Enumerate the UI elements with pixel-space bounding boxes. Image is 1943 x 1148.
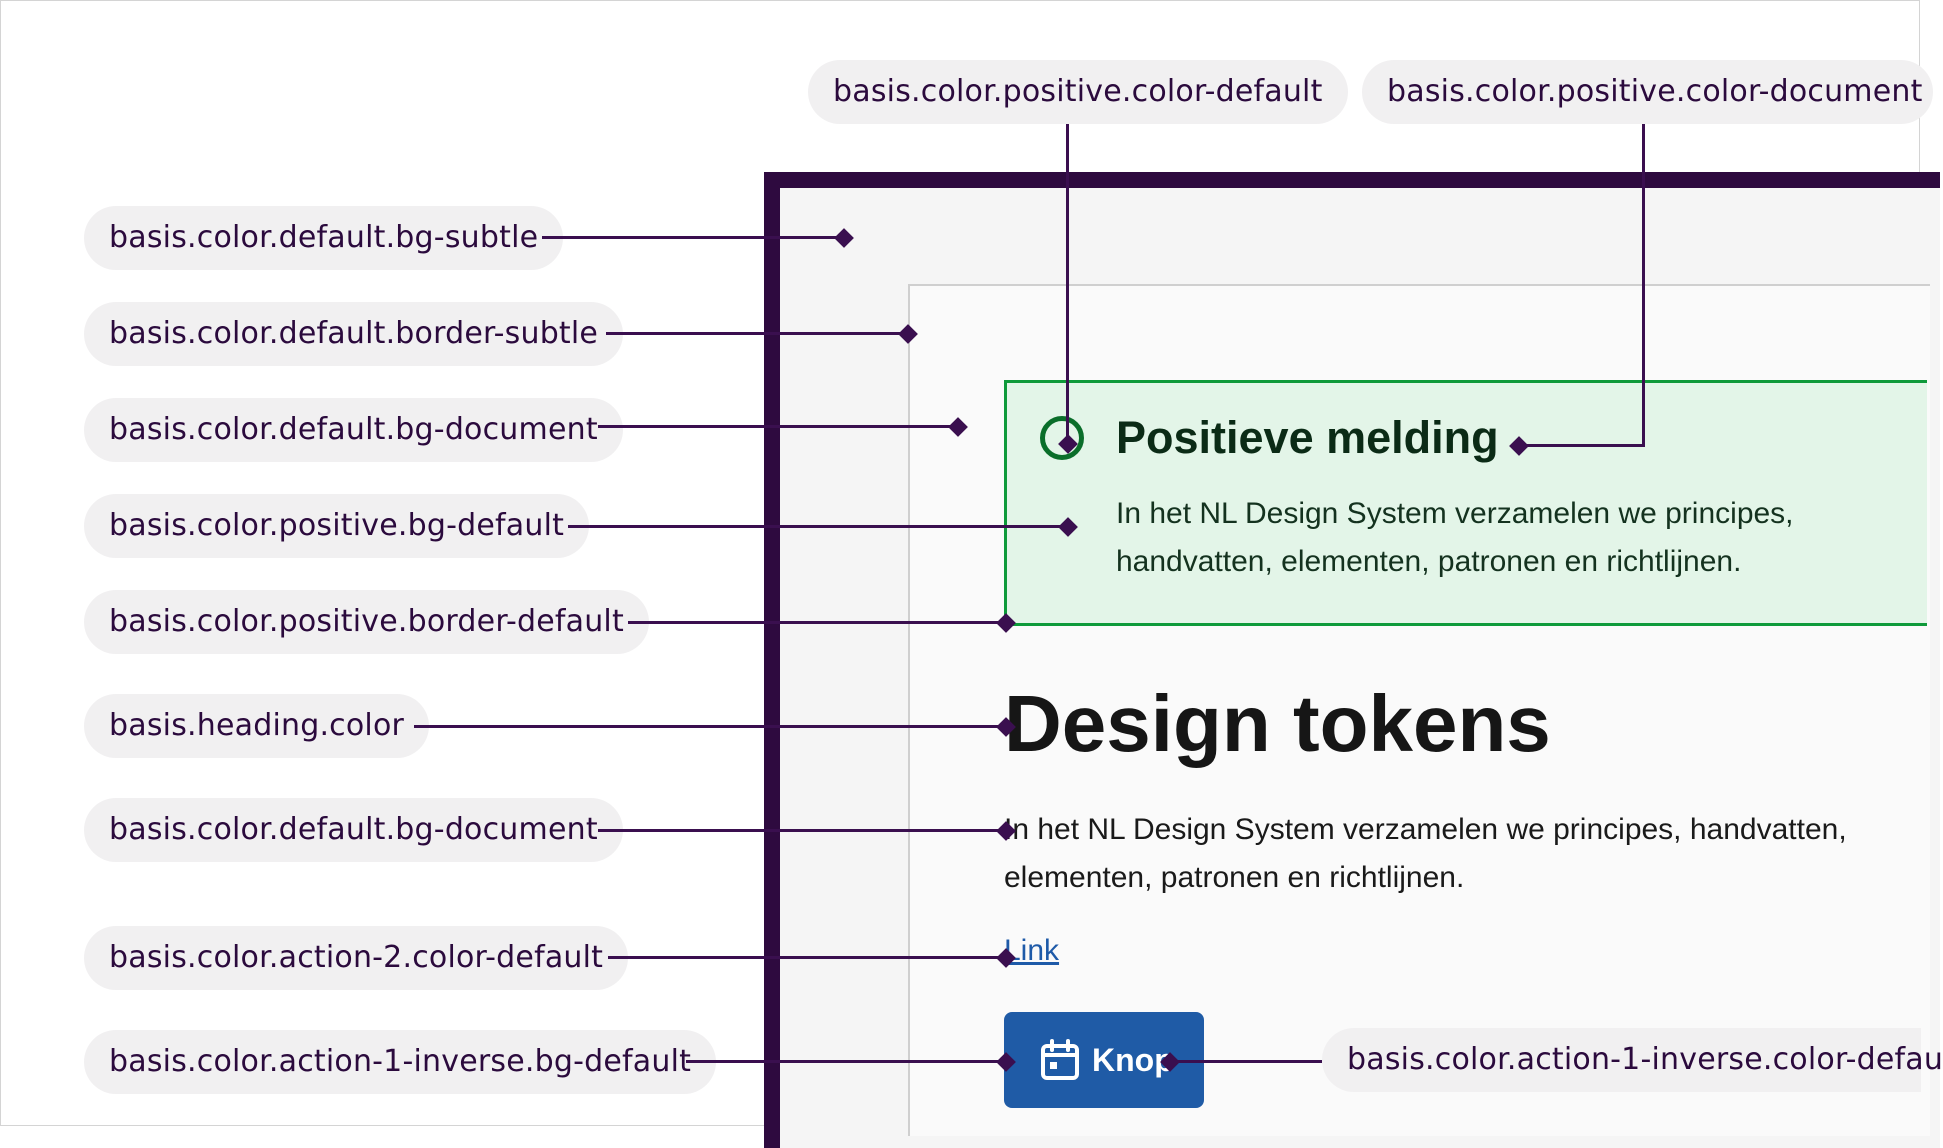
token-positive-color-default: basis.color.positive.color-default [808, 60, 1348, 124]
check-circle-icon [1040, 416, 1084, 460]
token-left-2: basis.color.default.border-subtle [84, 302, 624, 366]
connector-left-1 [542, 236, 844, 239]
token-left-4: basis.color.positive.bg-default [84, 494, 590, 558]
alert-title: Positieve melding [1116, 412, 1499, 463]
connector-left-4 [568, 525, 1068, 528]
alert-body: In het NL Design System verzamelen we pr… [1116, 497, 1794, 578]
knop-button[interactable]: Knop [1004, 1012, 1204, 1108]
token-left-9: basis.color.action-1-inverse.bg-default [84, 1030, 717, 1094]
token-left-8: basis.color.action-2.color-default [84, 926, 629, 990]
text-link[interactable]: Link [1004, 934, 1060, 967]
connector-top-2-h [1518, 444, 1645, 447]
connector-left-6 [414, 725, 1008, 728]
token-left-1: basis.color.default.bg-subtle [84, 206, 564, 270]
connector-top-1 [1066, 124, 1069, 444]
calendar-icon [1041, 1039, 1079, 1080]
token-left-6: basis.heading.color [84, 694, 430, 758]
connector-right-1 [1170, 1060, 1322, 1063]
token-positive-color-document: basis.color.positive.color-document [1362, 60, 1933, 124]
positive-alert [1004, 380, 1927, 626]
token-left-3: basis.color.default.bg-document [84, 398, 623, 462]
connector-left-7 [598, 829, 1008, 832]
token-right-1: basis.color.action-1-inverse.color-defau [1322, 1028, 1943, 1092]
page-heading: Design tokens [1004, 679, 1551, 768]
body-paragraph: In het NL Design System verzamelen we pr… [1004, 813, 1847, 894]
button-label: Knop [1092, 1041, 1174, 1078]
token-left-7: basis.color.default.bg-document [84, 798, 623, 862]
connector-top-2 [1642, 124, 1645, 446]
token-left-5: basis.color.positive.border-default [84, 590, 649, 654]
connector-left-8 [608, 956, 1008, 959]
connector-left-3 [598, 425, 958, 428]
connector-left-2 [606, 332, 908, 335]
connector-left-9 [686, 1060, 1008, 1063]
connector-left-5 [628, 621, 1008, 624]
